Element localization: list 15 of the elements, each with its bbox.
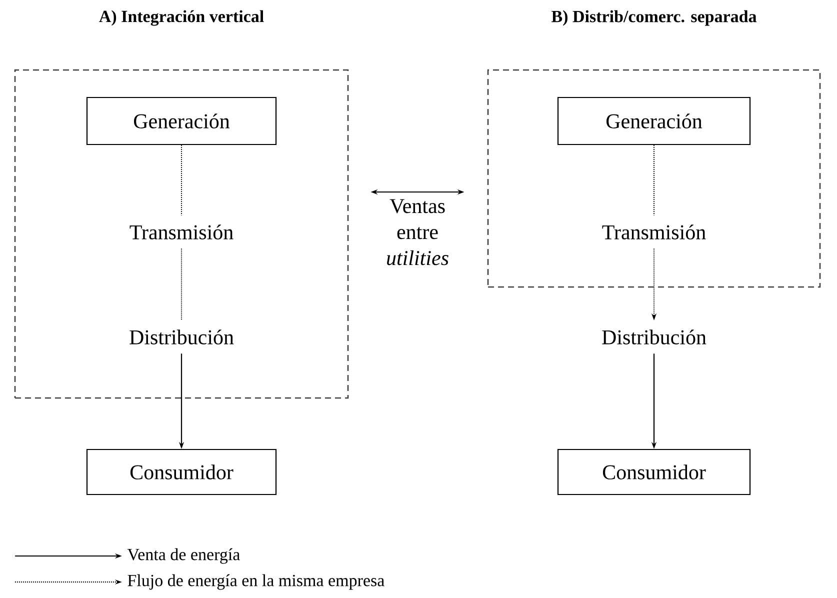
process-box: Consumidor [86, 448, 277, 496]
process-box: Generación [86, 96, 277, 146]
process-box: Generación [557, 96, 751, 146]
stage-label: Distribución [602, 330, 706, 344]
stage-label: Distribución [130, 330, 234, 344]
legend-text: Venta de energía [127, 548, 240, 564]
group-title: B) Distrib/comerc. separada [552, 10, 757, 26]
dashed-frame [487, 69, 821, 288]
edge-label: Ventas entre utilities [376, 198, 458, 266]
legend-text: Flujo de energía en la misma empresa [128, 574, 384, 590]
dashed-frame [14, 69, 349, 399]
stage-label: Transmisión [130, 224, 234, 240]
group-title: A) Integración vertical [99, 10, 264, 26]
process-box: Consumidor [557, 448, 751, 496]
stage-label: Transmisión [602, 224, 706, 240]
